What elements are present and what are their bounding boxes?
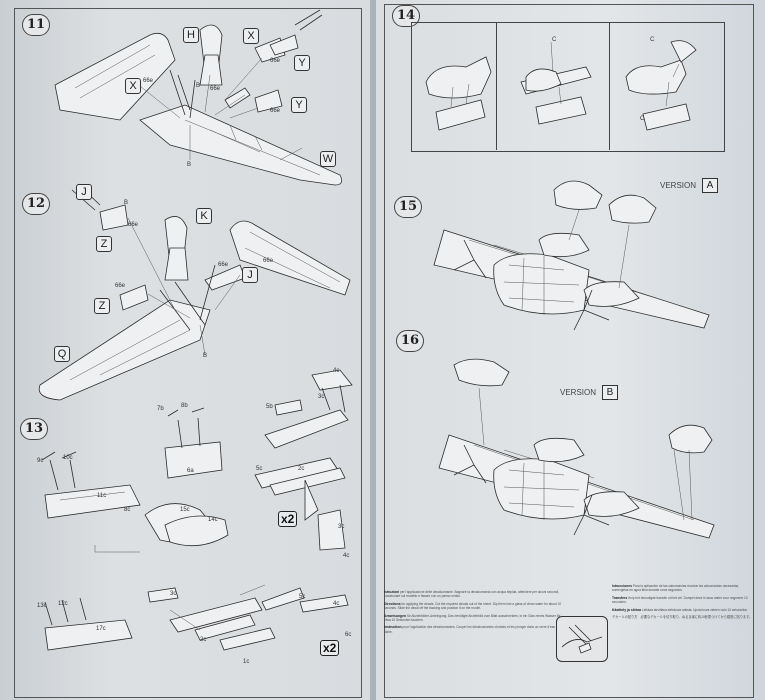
step-11-label-X-upper: X (243, 28, 259, 44)
step-number-15: 15 (394, 196, 422, 218)
note-paragraph: Transfers Knip het benodigde transfer ui… (612, 595, 748, 605)
step-11-label-Y-upper: Y (294, 55, 310, 71)
part-label: 66e (143, 78, 154, 84)
step-14-panel (411, 22, 725, 152)
part-label: 13c (37, 603, 47, 609)
step-14-bomb-rack-diagram (425, 40, 697, 131)
note-paragraph: Istruzioni per l'applicazione delle deca… (384, 590, 559, 599)
step-13-multiplier-top: x2 (278, 511, 298, 527)
part-label: B (187, 162, 192, 168)
note-paragraph: Instruction pour l'application des décal… (384, 625, 556, 634)
step-16-aircraft-diagram (438, 358, 715, 539)
part-label: 6a (187, 468, 194, 474)
note-paragraph: Käsittely ja siirtoa Leikkaa tarvittava … (612, 607, 748, 612)
right-page-border (384, 4, 754, 698)
part-label: 3c (318, 394, 325, 400)
part-label: 66e (128, 222, 139, 228)
part-label: 66e (263, 258, 274, 264)
part-label: 12c (58, 601, 68, 607)
part-label: 10c (63, 455, 73, 461)
step-12-fuselage-diagram (38, 183, 351, 401)
part-label: 6c (345, 632, 352, 638)
part-label: C (640, 116, 645, 122)
step-12-label-J-lower: J (242, 267, 258, 283)
part-label: 4c (333, 601, 340, 607)
part-label: 14c (208, 517, 218, 523)
part-label: 2c (200, 637, 207, 643)
step-number-16: 16 (396, 330, 424, 352)
step-14-divider-2 (609, 22, 610, 150)
step-11-label-Y-lower: Y (291, 97, 307, 113)
step-16-version-tag: VERSION B (560, 385, 619, 400)
step-12-label-K: K (196, 208, 212, 224)
part-label: 66e (270, 108, 281, 114)
step-number-14: 14 (392, 5, 420, 27)
part-label: 1c (243, 659, 250, 665)
part-label: 66e (115, 283, 126, 289)
step-11-label-X-lower: X (125, 78, 141, 94)
decal-instructions-left: Istruzioni per l'applicazione delle deca… (384, 590, 562, 690)
step-number-12: 12 (22, 193, 50, 215)
step-12-label-J-upper: J (76, 184, 92, 200)
part-label: 17c (96, 626, 106, 632)
step-13-multiplier-bottom: x2 (320, 640, 340, 656)
part-label: 3c (170, 591, 177, 597)
part-label: C (650, 37, 655, 43)
part-label: 3c (338, 524, 345, 530)
part-label: 2c (298, 466, 305, 472)
part-label: 66e (218, 262, 229, 268)
part-label: B (203, 353, 208, 359)
step-11-label-H: H (183, 27, 199, 43)
part-label: 5c (299, 594, 306, 600)
step-15-aircraft-diagram (433, 180, 710, 331)
part-label: C (552, 37, 557, 43)
part-label: 5b (266, 404, 273, 410)
part-label: 66e (210, 86, 221, 92)
part-label: 4c (333, 368, 340, 374)
note-paragraph: デカールの貼り方 必要なデカールを切り取り、ぬるま湯に約10秒間つけてから模型に… (612, 615, 753, 620)
page-gutter (370, 0, 376, 700)
decal-application-illustration (556, 616, 608, 662)
part-label: 9c (37, 458, 44, 464)
left-page-border (14, 8, 362, 698)
part-label: 15c (180, 507, 190, 513)
step-15-version-tag: VERSION A (660, 178, 719, 193)
step-14-divider-1 (496, 22, 497, 150)
step-13-subassembly-diagram (41, 369, 353, 651)
part-label: 4c (343, 553, 350, 559)
version-code-box: A (702, 178, 719, 193)
part-label: 66e (270, 58, 281, 64)
note-paragraph: Directions for applying the decals. Cut … (384, 601, 562, 611)
step-11-label-W: W (320, 151, 336, 167)
part-label: 5c (256, 466, 263, 472)
note-paragraph: Istrucciones Para la aplicación de las c… (612, 584, 739, 593)
part-label: 11c (97, 493, 107, 499)
step-12-label-Z-upper: Z (96, 236, 112, 252)
step-number-13: 13 (20, 418, 48, 440)
version-code-box: B (602, 385, 619, 400)
note-paragraph: Anweisungen für Abziehbilder-Anbringung.… (384, 613, 561, 623)
decal-instructions-right: Istrucciones Para la aplicación de las c… (612, 584, 754, 690)
step-12-label-Q: Q (54, 346, 70, 362)
step-12-label-Z-lower: Z (94, 298, 110, 314)
part-label: 8b (181, 403, 188, 409)
part-label: 8c (124, 507, 131, 513)
version-label: VERSION (560, 388, 597, 397)
step-number-11: 11 (22, 14, 50, 36)
part-label: 7b (157, 406, 164, 412)
part-label: B (196, 83, 201, 89)
step-11-fuselage-diagram (54, 9, 343, 186)
version-label: VERSION (660, 181, 697, 190)
part-label: B (124, 200, 129, 206)
